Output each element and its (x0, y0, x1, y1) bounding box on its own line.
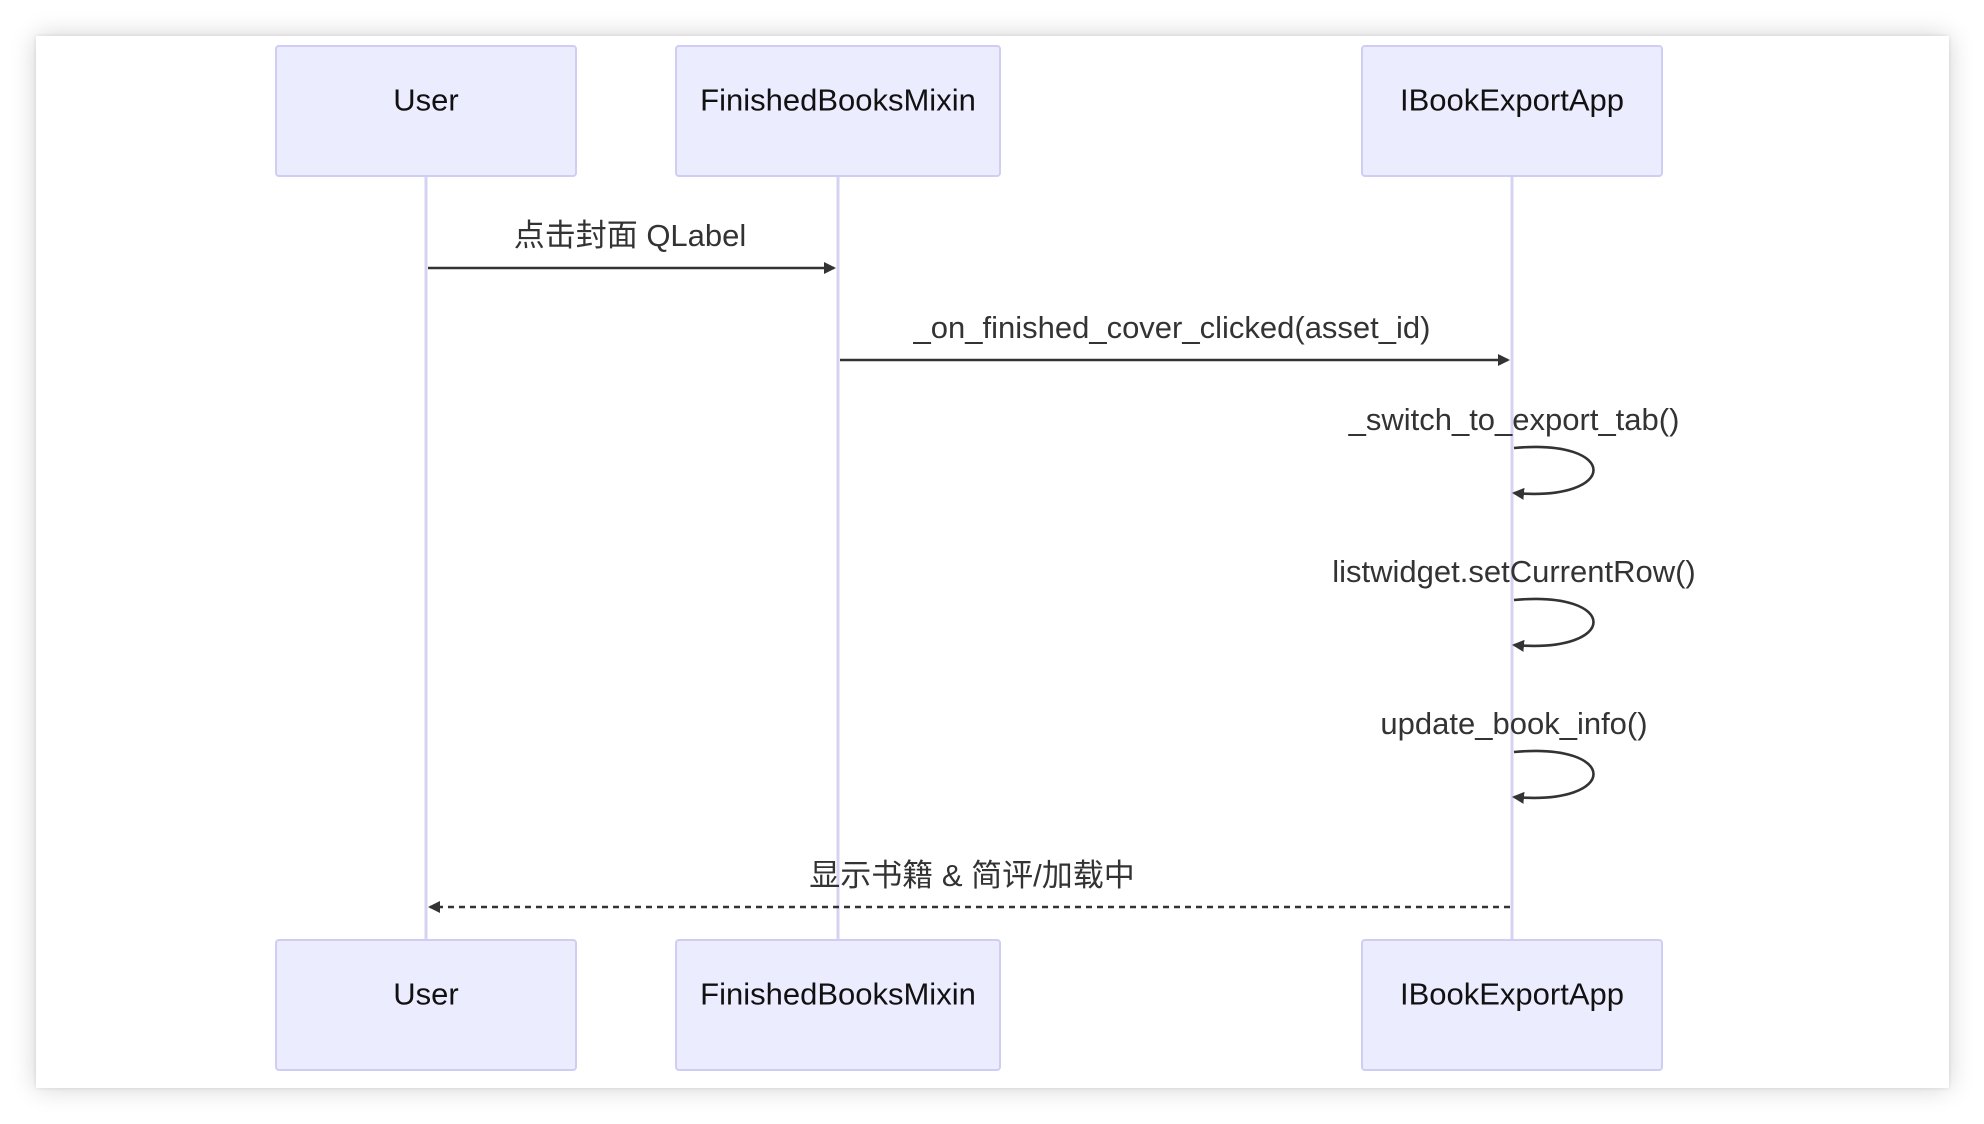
actor-top-finishedbooksmixin: FinishedBooksMixin (675, 45, 1001, 177)
actor-label: FinishedBooksMixin (700, 977, 976, 1012)
actor-top-ibookexportapp: IBookExportApp (1361, 45, 1663, 177)
actor-bottom-finishedbooksmixin: FinishedBooksMixin (675, 939, 1001, 1071)
actor-label: FinishedBooksMixin (700, 83, 976, 118)
actor-label: User (393, 83, 458, 118)
actor-label: User (393, 977, 458, 1012)
message-on-finished-cover-clicked: _on_finished_cover_clicked(asset_id) (840, 310, 1510, 366)
message-label: update_book_info() (1380, 706, 1647, 741)
message-label: 点击封面 QLabel (514, 218, 747, 253)
message-switch-to-export-tab: _switch_to_export_tab() (1348, 402, 1680, 500)
message-label: _on_finished_cover_clicked(asset_id) (913, 310, 1431, 345)
actor-bottom-user: User (275, 939, 577, 1071)
message-label: _switch_to_export_tab() (1348, 402, 1680, 437)
diagram-canvas (36, 36, 1949, 1088)
message-label: listwidget.setCurrentRow() (1332, 554, 1696, 589)
message-set-current-row: listwidget.setCurrentRow() (1332, 554, 1696, 652)
actor-label: IBookExportApp (1400, 83, 1624, 118)
actor-top-user: User (275, 45, 577, 177)
actor-label: IBookExportApp (1400, 977, 1624, 1012)
actor-bottom-ibookexportapp: IBookExportApp (1361, 939, 1663, 1071)
message-display-book: 显示书籍 & 简评/加载中 (428, 858, 1510, 913)
message-click-cover: 点击封面 QLabel (428, 218, 836, 274)
message-label: 显示书籍 & 简评/加载中 (809, 858, 1135, 893)
message-update-book-info: update_book_info() (1380, 706, 1648, 804)
